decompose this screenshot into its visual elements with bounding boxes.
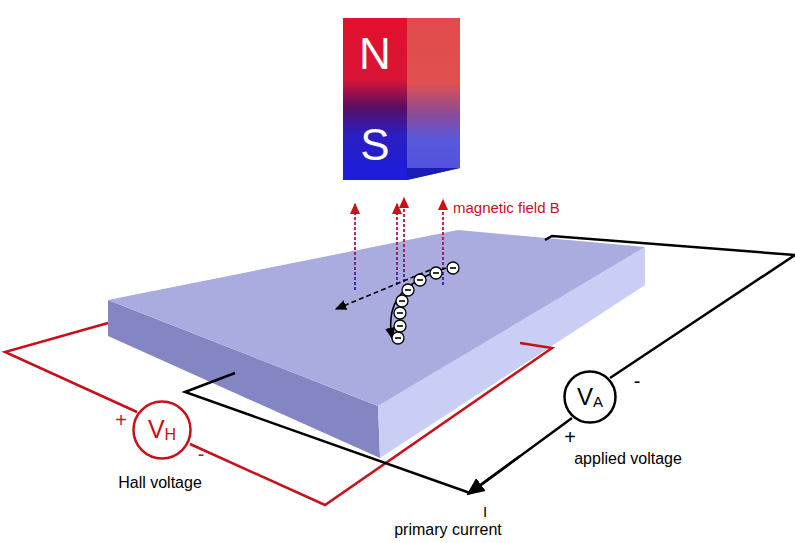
field-label: magnetic field B — [453, 200, 560, 215]
electron-paths — [336, 268, 446, 338]
electron — [447, 262, 459, 274]
electron — [402, 284, 414, 296]
electron — [394, 320, 406, 332]
magnet-south-pole: S — [343, 110, 407, 180]
meter-caption: applied voltage — [574, 451, 682, 467]
polarity-sign: + — [564, 427, 576, 447]
bar-magnet — [343, 18, 460, 180]
node-text: S — [360, 120, 389, 169]
electron — [430, 267, 442, 279]
node-text: V — [577, 383, 593, 410]
current-symbol: I — [483, 504, 487, 519]
electron — [394, 307, 406, 319]
voltmeter-hall: VH — [132, 400, 192, 460]
polarity-sign: + — [115, 410, 127, 430]
meter-caption: Hall voltage — [118, 475, 202, 491]
node-text: V — [148, 415, 165, 443]
subscript-text: H — [165, 426, 177, 443]
hall-voltage-wire — [5, 323, 552, 505]
primary-current-wire — [185, 236, 795, 494]
polarity-sign: - — [198, 444, 205, 464]
node-text: N — [359, 29, 391, 78]
current-caption: primary current — [394, 522, 502, 538]
magnet-north-pole: N — [343, 18, 407, 90]
polarity-sign: - — [634, 371, 641, 391]
electrons — [392, 262, 459, 344]
voltmeter-applied: VA — [563, 370, 617, 424]
field-lines — [355, 198, 443, 290]
electron — [396, 295, 408, 307]
electron — [392, 332, 404, 344]
subscript-text: A — [593, 393, 603, 410]
electron — [414, 274, 426, 286]
